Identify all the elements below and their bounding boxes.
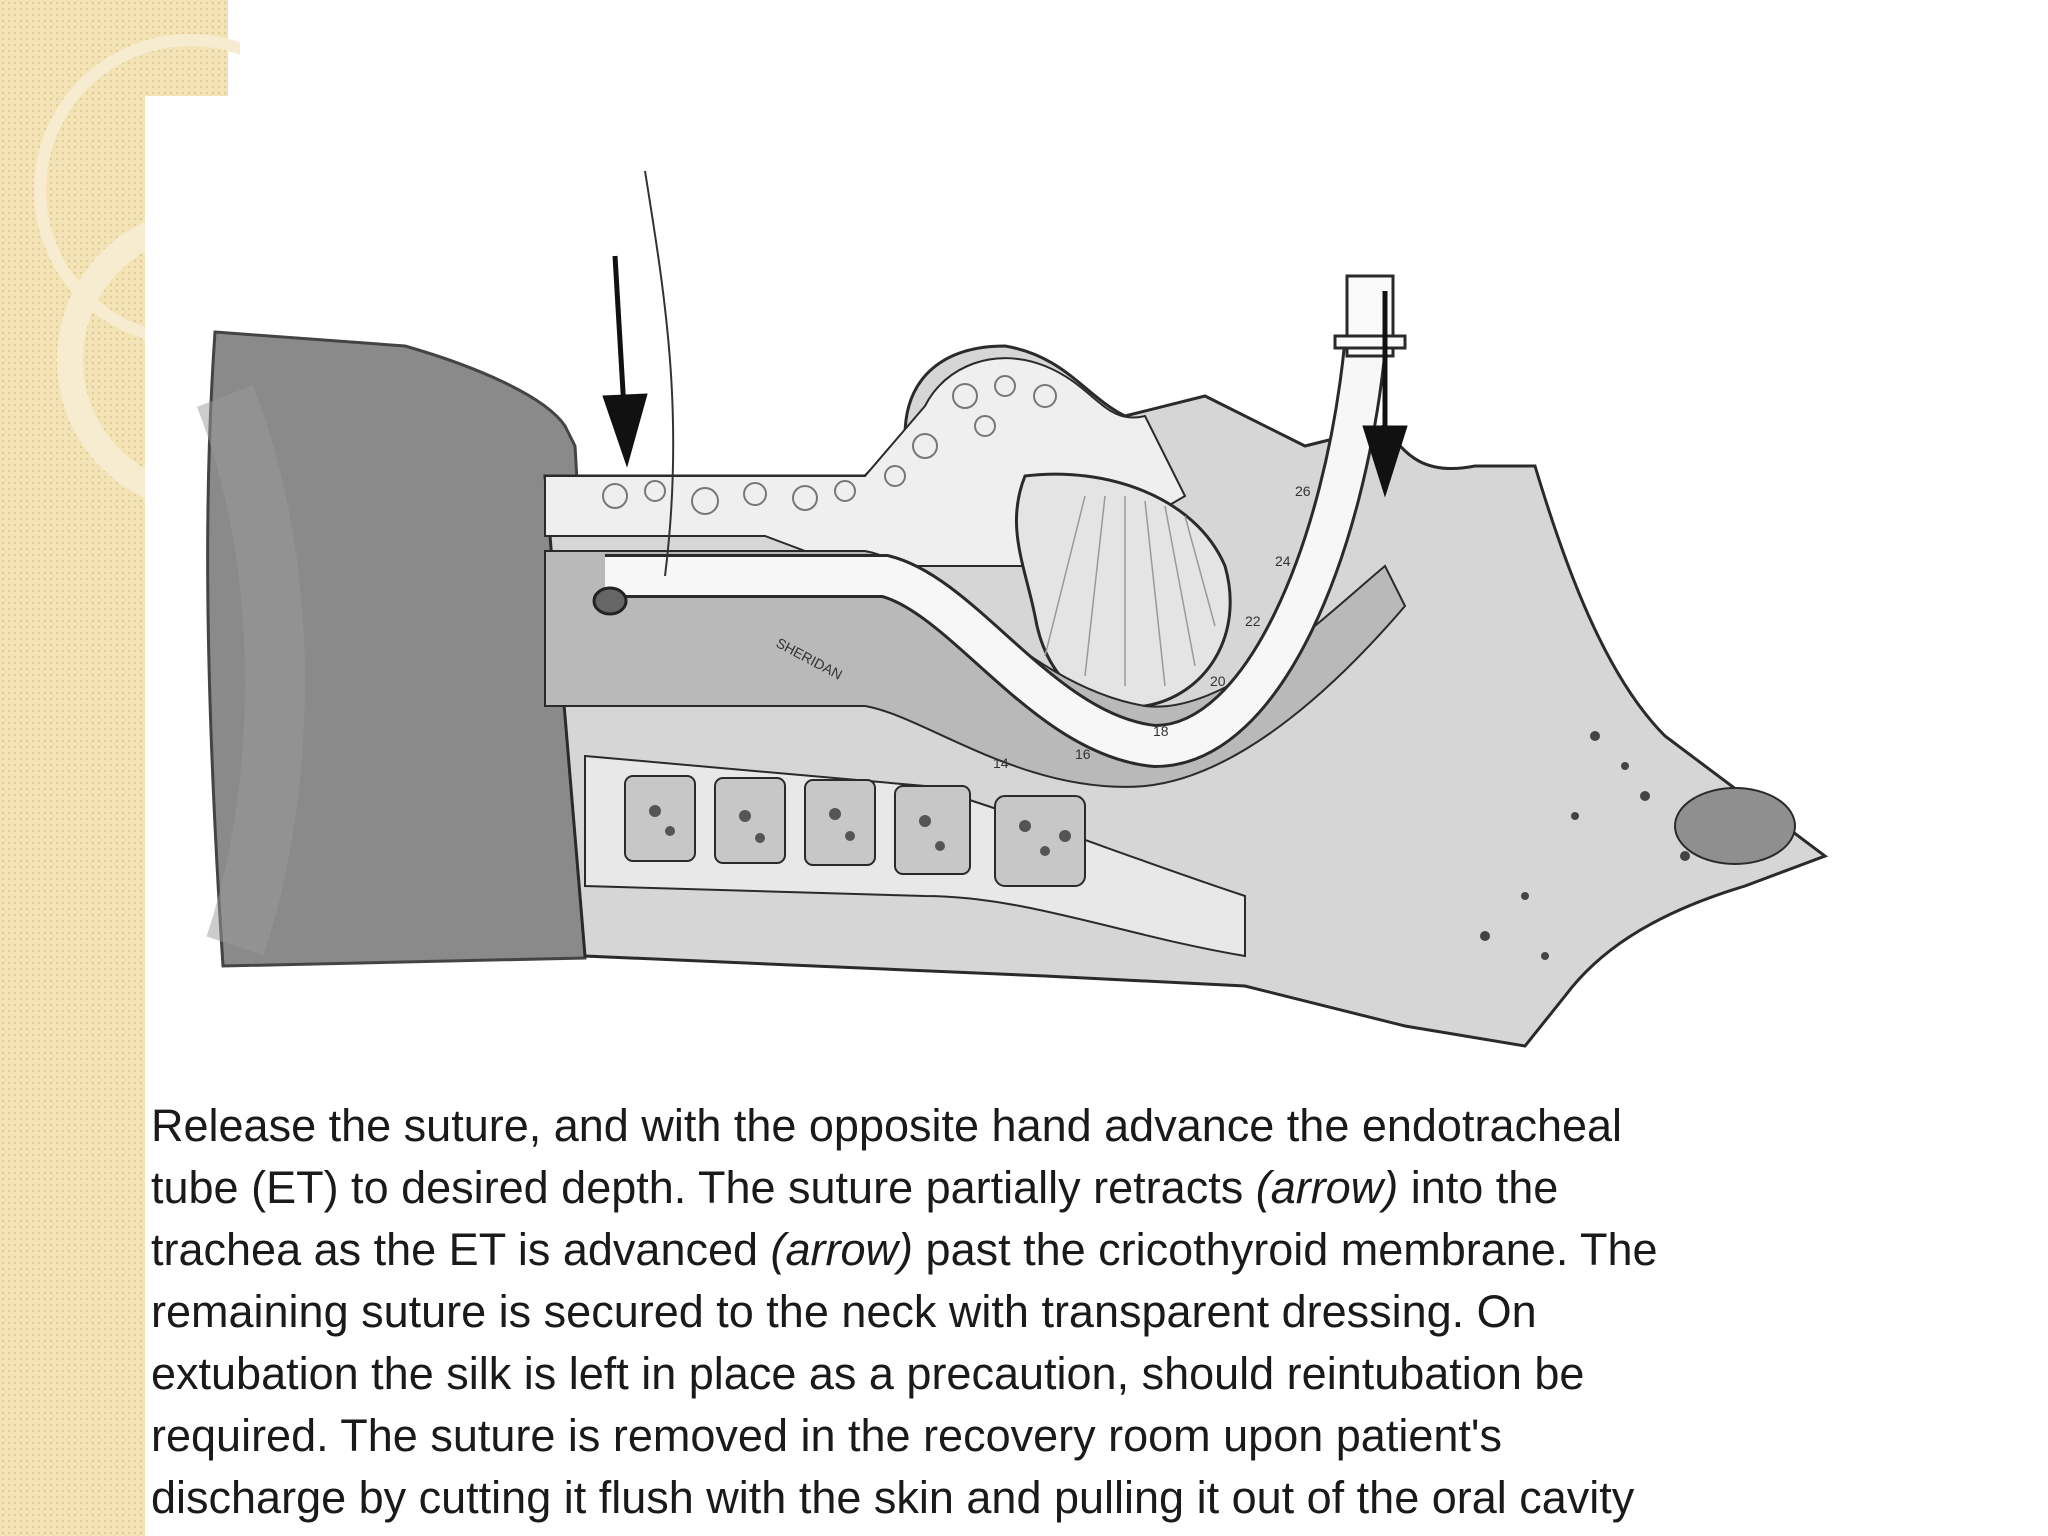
tube-marking: 20	[1210, 673, 1226, 689]
vertebrae	[624, 775, 1086, 887]
tube-marking: 18	[1153, 723, 1169, 739]
figure-caption: Release the suture, and with the opposit…	[151, 1095, 1951, 1529]
arrow-tube	[1362, 291, 1408, 498]
tube-marking: 16	[1075, 746, 1091, 762]
caption-italic: (arrow)	[770, 1224, 914, 1275]
caption-line: remaining suture is secured to the neck …	[151, 1286, 1537, 1337]
caption-italic: (arrow)	[1255, 1162, 1399, 1213]
tube-marking: 24	[1275, 553, 1291, 569]
cricothyroid-intubation-figure: SHERIDAN 14 16 18 20 22 24 26	[197, 170, 1829, 1048]
caption-line: trachea as the ET is advanced (arrow) pa…	[151, 1224, 1658, 1275]
tube-marking: 14	[993, 755, 1009, 771]
suture-knot	[592, 586, 628, 616]
arrow-suture	[602, 255, 648, 468]
tongue	[1014, 472, 1232, 709]
caption-line: extubation the silk is left in place as …	[151, 1348, 1585, 1399]
caption-line: tube (ET) to desired depth. The suture p…	[151, 1162, 1559, 1213]
sinus-cavity	[1674, 787, 1796, 865]
suture-thread	[644, 170, 675, 577]
tube-marking: 26	[1295, 483, 1311, 499]
tube-marking: 22	[1245, 613, 1261, 629]
caption-line: discharge by cutting it flush with the s…	[151, 1472, 1635, 1523]
caption-line: required. The suture is removed in the r…	[151, 1410, 1502, 1461]
caption-line: Release the suture, and with the opposit…	[151, 1100, 1623, 1151]
